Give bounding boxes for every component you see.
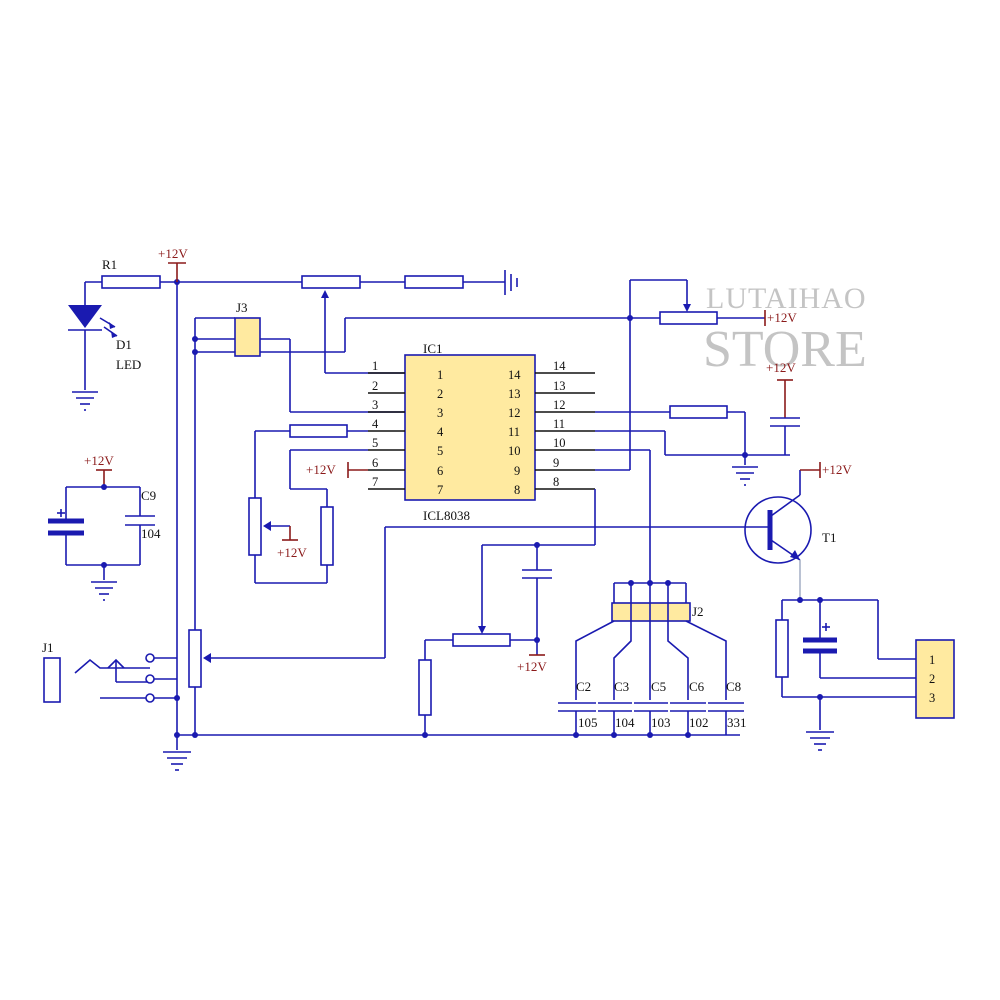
audio-jack-j1 — [43, 653, 155, 703]
label-c2-value: 105 — [578, 715, 598, 730]
ic-part: ICL8038 — [423, 508, 470, 523]
label-d1: D1 — [116, 337, 132, 352]
ic-outer-pin-6: 6 — [372, 456, 378, 470]
electrolytic-capacitor-c9a — [48, 509, 84, 565]
ic-inner-pin-6: 6 — [437, 464, 443, 478]
ic-left-leads — [368, 372, 405, 490]
supply-label-duty: +12V — [277, 545, 307, 560]
label-c6: C6 — [689, 679, 705, 694]
output-connector — [915, 639, 955, 719]
potentiometer-top — [301, 275, 361, 289]
ground-timing — [732, 455, 758, 486]
ic-inner-pin-5: 5 — [437, 444, 443, 458]
led-d1 — [68, 282, 118, 411]
ic-outer-pin-1: 1 — [372, 359, 378, 373]
supply-label-sweep: +12V — [517, 659, 547, 674]
ic-inner-pin-11: 11 — [508, 425, 520, 439]
resistor-r1 — [101, 275, 161, 289]
ic-outer-pin-3: 3 — [372, 398, 378, 412]
label-c5: C5 — [651, 679, 666, 694]
supply-label-timing: +12V — [766, 360, 796, 375]
output-pin-2: 2 — [929, 672, 935, 686]
ic-outer-pin-7: 7 — [372, 475, 378, 489]
ic-inner-pin-12: 12 — [508, 406, 521, 420]
ground-top — [504, 270, 518, 295]
ic-outer-pin-5: 5 — [372, 436, 378, 450]
label-c9: C9 — [141, 488, 156, 503]
label-c8: C8 — [726, 679, 741, 694]
ic-inner-pin-7: 7 — [437, 483, 443, 497]
ground-main — [163, 735, 191, 771]
resistor-sweep — [418, 659, 432, 716]
label-c5-value: 103 — [651, 715, 671, 730]
ground-c9 — [91, 581, 117, 601]
supply-label-t1: +12V — [822, 462, 852, 477]
ic-inner-pin-4: 4 — [437, 425, 444, 439]
label-c3: C3 — [614, 679, 629, 694]
ic-ref: IC1 — [423, 341, 443, 356]
ic-outer-pin-4: 4 — [372, 417, 379, 431]
resistor-top — [404, 275, 464, 289]
label-c2: C2 — [576, 679, 591, 694]
label-r1: R1 — [102, 257, 117, 272]
potentiometer-duty — [248, 497, 262, 556]
watermark-line2: STORE — [703, 321, 867, 378]
supply-label-pin6: +12V — [306, 462, 336, 477]
ic-inner-pin-2: 2 — [437, 387, 443, 401]
resistor-emitter — [775, 619, 789, 678]
supply-label-symmetry: +12V — [767, 310, 797, 325]
ic-outer-pin-14: 14 — [553, 359, 566, 373]
label-t1: T1 — [822, 530, 836, 545]
output-pin-3: 3 — [929, 691, 935, 705]
resistor-pin4 — [289, 424, 348, 438]
ic-right-leads — [535, 372, 595, 490]
ic-inner-pin-9: 9 — [514, 464, 520, 478]
ic-outer-pin-11: 11 — [553, 417, 565, 431]
resistor-pin5 — [320, 506, 334, 566]
label-j1: J1 — [42, 640, 54, 655]
output-pin-1: 1 — [929, 653, 935, 667]
ic-body — [404, 354, 536, 501]
ground-output — [806, 731, 834, 751]
supply-label-r1: +12V — [158, 246, 188, 261]
resistor-pin12 — [669, 405, 728, 419]
ic-outer-pin-12: 12 — [553, 398, 566, 412]
potentiometer-amplitude — [188, 629, 202, 688]
jumper-j2 — [611, 602, 691, 622]
ic-inner-pin-3: 3 — [437, 406, 443, 420]
potentiometer-symmetry — [659, 311, 718, 325]
label-c9-value: 104 — [141, 526, 161, 541]
watermark-line1: LUTAIHAO — [706, 282, 867, 315]
ic-outer-pin-8: 8 — [553, 475, 559, 489]
ic-outer-pin-2: 2 — [372, 379, 378, 393]
label-led: LED — [116, 357, 141, 372]
label-c6-value: 102 — [689, 715, 709, 730]
jumper-j3 — [234, 317, 261, 357]
label-c3-value: 104 — [615, 715, 635, 730]
ic-inner-pin-1: 1 — [437, 368, 443, 382]
capacitor-bank — [558, 702, 744, 712]
ic-inner-pin-13: 13 — [508, 387, 521, 401]
ic-inner-pin-14: 14 — [508, 368, 521, 382]
ic-outer-pin-9: 9 — [553, 456, 559, 470]
ic-outer-pin-13: 13 — [553, 379, 566, 393]
transistor-t1 — [744, 496, 812, 564]
supply-label-c9: +12V — [84, 453, 114, 468]
ic-outer-pin-10: 10 — [553, 436, 566, 450]
label-j3: J3 — [236, 300, 248, 315]
label-j2: J2 — [692, 604, 704, 619]
ic-inner-pin-10: 10 — [508, 444, 521, 458]
potentiometer-sweep — [452, 633, 511, 647]
ic-inner-pin-8: 8 — [514, 483, 520, 497]
label-c8-value: 331 — [727, 715, 747, 730]
capacitor-c9 — [125, 512, 155, 565]
